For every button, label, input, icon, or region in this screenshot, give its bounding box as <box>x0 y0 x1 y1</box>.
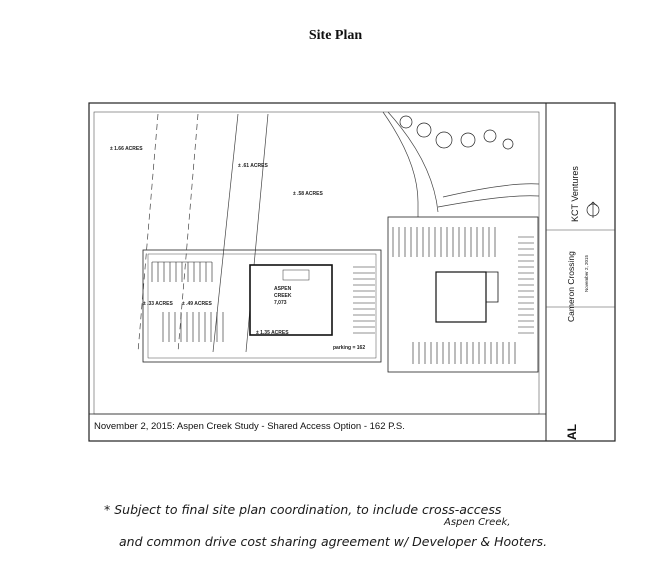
area-label: ± .49 ACRES <box>182 301 212 307</box>
building-label: ASPEN <box>274 286 292 292</box>
building-label: CREEK <box>274 293 292 299</box>
parking-count: parking = 162 <box>333 345 365 351</box>
plan-caption: November 2, 2015: Aspen Creek Study - Sh… <box>94 421 405 432</box>
area-label: ± .33 ACRES <box>143 301 173 307</box>
firm-logo: AL <box>565 424 579 440</box>
aspen-creek-building <box>249 264 333 336</box>
project-name: Cameron Crossing <box>566 251 576 322</box>
area-label: ± .61 ACRES <box>238 163 268 169</box>
trees <box>399 115 514 150</box>
building-label: 7,073 <box>274 300 287 306</box>
site-plan-drawing: ± 1.66 ACRES ± .61 ACRES ± .58 ACRES ± .… <box>88 102 616 442</box>
north-arrow-icon <box>586 201 600 218</box>
area-label: ± 1.66 ACRES <box>110 146 143 152</box>
handwritten-note-line2: and common drive cost sharing agreement … <box>119 534 548 549</box>
page-title: Site Plan <box>308 28 363 43</box>
area-label: ± 1.35 ACRES <box>256 330 289 336</box>
hooters-building <box>435 271 487 323</box>
parking-stalls-left <box>151 261 375 342</box>
project-date: November 2, 2015 <box>584 254 589 292</box>
firm-name: KCT Ventures <box>570 166 580 222</box>
handwritten-note-line1: * Subject to final site plan coordinatio… <box>104 502 502 517</box>
handwritten-note-insert: Aspen Creek, <box>444 517 511 528</box>
parking-stalls-right <box>392 227 534 364</box>
area-label: ± .58 ACRES <box>293 191 323 197</box>
